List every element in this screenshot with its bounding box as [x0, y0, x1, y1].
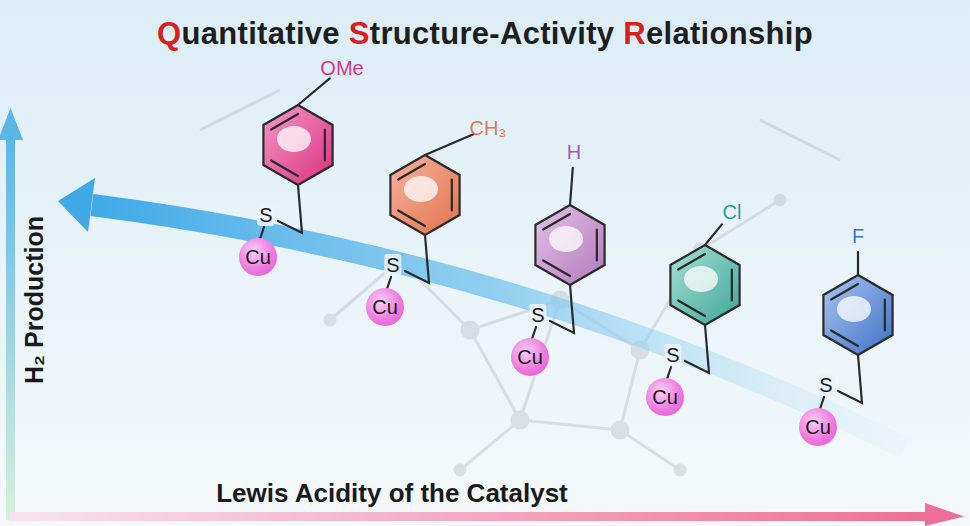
- bond: [324, 130, 326, 161]
- bond: [451, 180, 453, 211]
- ring-highlight: [549, 226, 583, 252]
- sulfur-atom: S: [664, 344, 681, 366]
- copper-atom: Cu: [366, 288, 404, 326]
- atom-label: Cu: [245, 246, 271, 269]
- substituent: CH₃: [469, 118, 506, 138]
- benzene-ring: [823, 275, 892, 355]
- bond: [596, 230, 598, 261]
- sulfur-atom: S: [529, 304, 546, 326]
- atom-label: Cu: [372, 296, 398, 319]
- bond: [543, 214, 570, 230]
- bond: [570, 168, 573, 205]
- benzene-ring: [390, 155, 459, 235]
- bond: [678, 301, 705, 317]
- sulfur-atom: S: [817, 374, 834, 396]
- sulfur-atom: S: [257, 204, 274, 226]
- bond: [831, 284, 858, 300]
- bond: [550, 285, 574, 333]
- substituent: OMe: [320, 58, 363, 78]
- benzene-ring: [670, 245, 739, 325]
- bond: [398, 164, 425, 180]
- sulfur-atom: S: [384, 254, 401, 276]
- bond: [298, 78, 330, 105]
- ring-highlight: [837, 296, 871, 322]
- copper-atom: Cu: [511, 338, 549, 376]
- ring-highlight: [684, 266, 718, 292]
- bond: [543, 261, 570, 277]
- bond: [405, 235, 429, 283]
- substituent: F: [852, 226, 864, 246]
- atom-label: Cu: [517, 346, 543, 369]
- bond: [731, 270, 733, 301]
- benzene-ring: [263, 105, 332, 185]
- x-axis-label: Lewis Acidity of the Catalyst: [216, 480, 568, 506]
- bond: [678, 254, 705, 270]
- bond: [884, 300, 886, 331]
- substituent: Cl: [723, 202, 742, 222]
- axis-arrow-head: [925, 503, 964, 526]
- bond: [398, 211, 425, 227]
- bond: [857, 252, 859, 275]
- axis-arrow-shaft: [6, 135, 15, 520]
- axis-arrow-head: [0, 108, 23, 140]
- y-axis-label: H₂ Production: [22, 216, 47, 384]
- bond: [271, 114, 298, 130]
- trend-arrow-head: [58, 178, 95, 232]
- background-cluster: [200, 90, 840, 475]
- copper-atom: Cu: [799, 408, 837, 446]
- ring-highlight: [277, 126, 311, 152]
- title: Quantitative Structure-Activity Relation…: [157, 16, 813, 52]
- copper-atom: Cu: [646, 378, 684, 416]
- bond: [831, 331, 858, 347]
- ring-highlight: [404, 176, 438, 202]
- copper-atom: Cu: [239, 238, 277, 276]
- bond: [685, 325, 709, 373]
- axis-arrow-shaft: [10, 512, 925, 521]
- bond: [271, 161, 298, 177]
- atom-label: Cu: [652, 386, 678, 409]
- bond: [278, 185, 302, 233]
- trend-arrow: [92, 205, 905, 448]
- bond: [705, 224, 722, 245]
- atom-label: Cu: [805, 416, 831, 439]
- bond: [425, 134, 473, 155]
- substituent: H: [567, 142, 581, 162]
- benzene-ring: [535, 205, 604, 285]
- bond: [838, 355, 862, 403]
